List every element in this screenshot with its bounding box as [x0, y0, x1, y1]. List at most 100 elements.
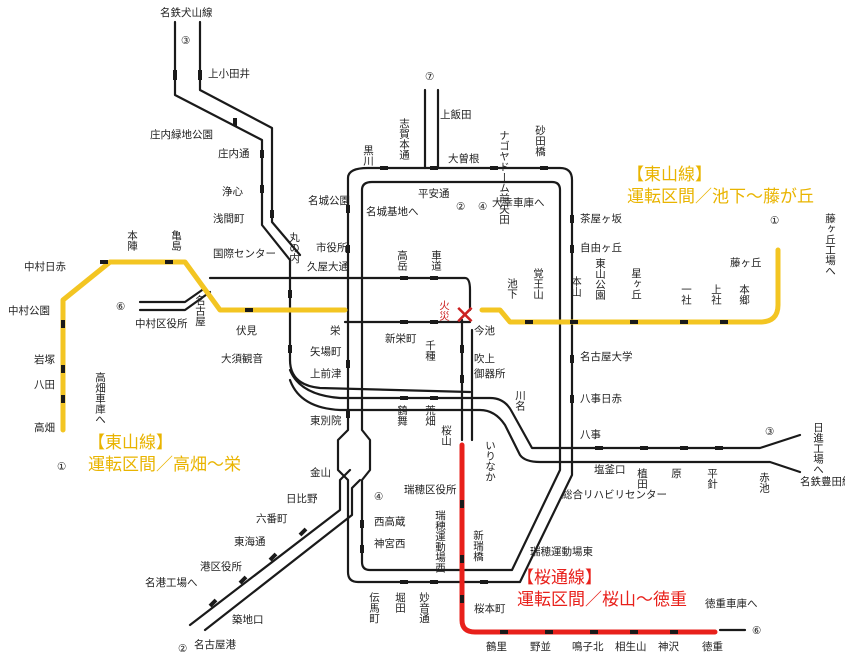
- label-motoyama: 本山: [570, 275, 582, 297]
- label-shonai-ryokuchi: 庄内緑地公園: [150, 128, 213, 141]
- label-arata-bashi: 新瑞橋: [472, 529, 484, 562]
- label-kamiiida: 上飯田: [440, 108, 472, 121]
- label-mizuho-undojo-nishi: 瑞穂運動場西: [434, 510, 446, 573]
- label-jiyugaoka: 自由ヶ丘: [580, 241, 622, 254]
- label-hibino: 日比野: [286, 492, 318, 505]
- callout-higashiyama-east: 【東山線】 運転区間／池下～藤が丘: [627, 164, 814, 208]
- station-labels: 名鉄犬山線 上小田井 庄内緑地公園 庄内通 浄心 浅間町 国際センター 久屋大通…: [8, 6, 845, 653]
- label-gokiso: 御器所: [474, 367, 506, 380]
- label-mizuho-kuyakusho: 瑞穂区役所: [404, 483, 457, 496]
- callout-higashiyama-west: 【東山線】 運転区間／高畑～栄: [88, 432, 241, 476]
- label-chayagasaka: 茶屋ヶ坂: [580, 212, 622, 225]
- label-jingu-nishi: 神宮西: [374, 537, 406, 550]
- label-minatoku-yakusho: 港区役所: [200, 560, 242, 573]
- label-shonai-dori: 庄内通: [218, 147, 250, 160]
- track-tsurumai-south-a: [288, 368, 802, 450]
- label-marunouchi: 丸の内: [288, 231, 300, 264]
- label-sunada-bashi: 砂田橋: [534, 124, 546, 157]
- line-badge-4: ④: [478, 201, 487, 213]
- label-takabata-depot: 高畑車庫へ: [94, 371, 106, 424]
- track-sakuradori-black-a: [138, 286, 207, 304]
- line-badge-6-east: ⑥: [752, 625, 761, 637]
- label-yagoto-nisseki: 八事日赤: [580, 392, 622, 405]
- label-narukokita: 鳴子北: [572, 640, 604, 653]
- label-ueda: 植田: [636, 467, 648, 489]
- line-badge-4-south: ④: [374, 491, 383, 503]
- label-nonami: 野並: [530, 640, 551, 653]
- label-daiko-depot: 大幸車庫へ: [492, 196, 545, 209]
- track-tsurumai-north-b: [198, 20, 302, 257]
- label-higashi-betsuin: 東別院: [310, 414, 342, 427]
- line-badge-1-west: ①: [57, 461, 66, 473]
- label-nakamura-nisseki: 中村日赤: [24, 260, 66, 273]
- label-sakae: 栄: [330, 324, 341, 337]
- label-shiyakusho: 市役所: [316, 241, 348, 254]
- station-ticks: [61, 70, 728, 634]
- callout-higashiyama-east-line: 【東山線】: [627, 165, 712, 185]
- track-higashiyama-west-black: [208, 276, 472, 312]
- label-denmacho: 伝馬町: [368, 592, 380, 624]
- label-sakurayama: 桜山: [440, 424, 452, 446]
- label-kamimaezu: 上前津: [310, 367, 342, 380]
- line-badge-2-south: ②: [178, 643, 187, 655]
- label-hirabari: 平針: [706, 468, 718, 490]
- label-shin-sakae: 新栄町: [385, 332, 417, 345]
- label-horita: 堀田: [394, 592, 406, 613]
- label-fujigaoka-depot: 藤ヶ丘工場へ: [824, 213, 836, 276]
- label-kakuozan: 覚王山: [532, 267, 544, 299]
- label-chikusa: 千種: [424, 340, 436, 362]
- line-badge-1-east: ①: [770, 215, 779, 227]
- label-fujigaoka: 藤ヶ丘: [730, 257, 762, 269]
- label-kurumamichi: 車道: [430, 249, 442, 271]
- label-issha: 一社: [680, 284, 692, 306]
- label-meijo-depot: 名城基地へ: [366, 205, 419, 218]
- label-kanayama: 金山: [310, 466, 331, 479]
- line-badge-6-west: ⑥: [116, 301, 125, 313]
- label-takaoka: 高岳: [396, 249, 408, 272]
- callout-sakuradori-line: 【桜通線】: [517, 568, 602, 588]
- label-nagoya-dome: ナゴヤドーム前矢田: [498, 130, 510, 225]
- label-osu-kannon: 大須観音: [221, 352, 263, 365]
- label-akaike: 赤池: [758, 472, 770, 493]
- callout-higashiyama-west-line: 【東山線】: [88, 433, 173, 453]
- fire-x-icon: ✕: [454, 301, 476, 331]
- callout-sakuradori-range: 運転区間／桜山～徳重: [517, 590, 687, 610]
- label-nishi-takakura: 西高蔵: [374, 515, 406, 528]
- label-myoon-dori: 妙音通: [418, 591, 430, 623]
- higashiyama-east-section: [479, 247, 781, 325]
- label-nagoyako: 名古屋港: [194, 638, 236, 651]
- label-fushimi: 伏見: [236, 324, 257, 337]
- label-imaike: 今池: [474, 324, 495, 337]
- label-tokushige-depot: 徳重車庫へ: [705, 597, 758, 610]
- track-tsurumai-north-a: [173, 20, 472, 394]
- label-hoshigaoka: 星ヶ丘: [630, 268, 642, 300]
- track-sakuradori-black-b: [138, 290, 212, 312]
- fire-marker: ✕ 火災: [438, 300, 476, 331]
- label-meitetsu-inuyama: 名鉄犬山線: [160, 6, 213, 19]
- label-yabacho: 矢場町: [310, 345, 342, 358]
- label-tokai-dori: 東海通: [234, 535, 266, 548]
- line-badge-2: ②: [456, 201, 465, 213]
- label-arahata: 荒畑: [424, 405, 436, 426]
- label-hara: 原: [670, 468, 682, 479]
- line-badge-3-east: ③: [765, 426, 774, 438]
- sakuradori-section: [459, 442, 718, 635]
- line-badge-3-north: ③: [181, 35, 190, 47]
- track-meijo-loop-outer: [336, 166, 574, 584]
- fire-label: 火災: [438, 300, 450, 321]
- track-meiko-a: [188, 468, 352, 627]
- label-tokushige: 徳重: [702, 640, 723, 653]
- label-tsurusato: 鶴里: [486, 640, 507, 653]
- label-iwatsuka: 岩塚: [34, 353, 55, 366]
- label-ozone: 大曽根: [448, 152, 480, 165]
- label-sengencho: 浅間町: [213, 212, 245, 225]
- label-kawana: 川名: [514, 390, 526, 412]
- label-kurokawa: 黒川: [362, 145, 374, 166]
- callout-higashiyama-west-range: 運転区間／高畑～栄: [88, 455, 241, 475]
- label-ikeshita: 池下: [506, 277, 518, 300]
- label-honjin: 本陣: [126, 229, 138, 252]
- label-yagoto: 八事: [580, 428, 601, 441]
- label-shigahondori: 志賀本通: [398, 117, 410, 160]
